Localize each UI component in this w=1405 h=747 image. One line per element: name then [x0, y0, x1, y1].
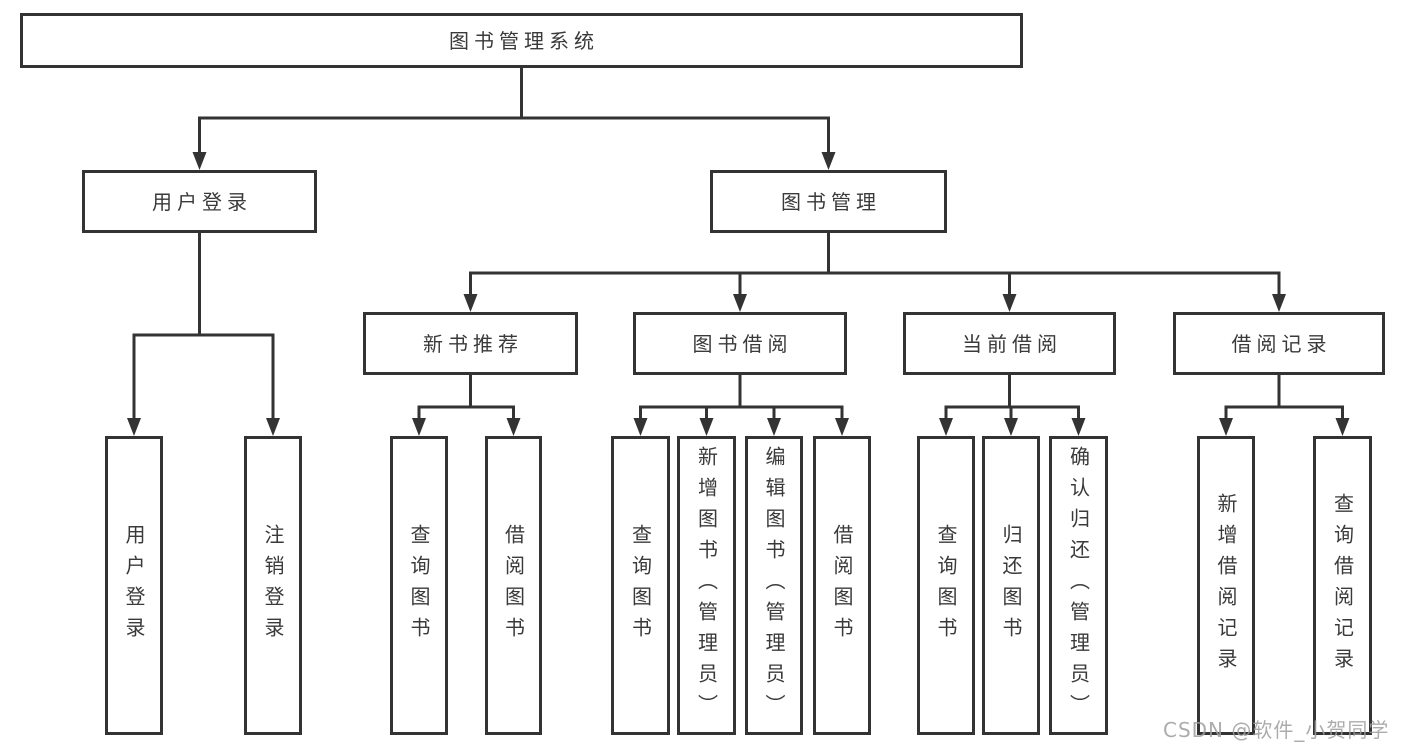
node-root: 图书管理系统	[20, 13, 1023, 68]
arrowhead-icon	[1004, 418, 1018, 436]
node-leaf-borrow-book-1: 借阅图书	[485, 436, 542, 735]
node-current-borrow: 当前借阅	[903, 312, 1116, 375]
arrowhead-icon	[192, 152, 207, 170]
node-leaf-add-book: 新增图书（管理员）	[677, 436, 736, 735]
arrowhead-icon	[1272, 294, 1286, 312]
node-book-borrow: 图书借阅	[633, 312, 847, 375]
arrowhead-icon	[412, 418, 426, 436]
arrowhead-icon	[127, 418, 141, 436]
arrowhead-icon	[699, 418, 714, 436]
node-leaf-add-record: 新增借阅记录	[1197, 436, 1255, 735]
node-leaf-logout: 注销登录	[244, 436, 302, 735]
node-user-login: 用户登录	[82, 170, 317, 233]
node-borrow-record: 借阅记录	[1173, 312, 1385, 375]
arrowhead-icon	[835, 418, 849, 436]
node-leaf-query-book-2: 查询图书	[611, 436, 670, 735]
node-leaf-edit-book: 编辑图书（管理员）	[745, 436, 803, 735]
watermark: CSDN @软件_小贺同学	[1163, 718, 1390, 742]
node-leaf-return-book: 归还图书	[982, 436, 1040, 735]
arrowhead-icon	[266, 418, 280, 436]
node-new-book-rec: 新书推荐	[363, 312, 578, 375]
arrowhead-icon	[1219, 418, 1233, 436]
node-leaf-confirm-return: 确认归还（管理员）	[1049, 436, 1108, 735]
arrowhead-icon	[767, 418, 781, 436]
arrowhead-icon	[821, 152, 836, 170]
arrowhead-icon	[1002, 294, 1017, 312]
node-leaf-query-book-1: 查询图书	[390, 436, 448, 735]
arrowhead-icon	[733, 294, 747, 312]
arrowhead-icon	[1335, 418, 1350, 436]
node-book-mgmt: 图书管理	[710, 170, 947, 233]
arrowhead-icon	[1071, 418, 1086, 436]
node-leaf-borrow-book-2: 借阅图书	[813, 436, 871, 735]
arrowhead-icon	[506, 418, 521, 436]
node-leaf-user-login: 用户登录	[105, 436, 163, 735]
node-leaf-query-book-3: 查询图书	[917, 436, 975, 735]
arrowhead-icon	[939, 418, 953, 436]
node-leaf-query-record: 查询借阅记录	[1313, 436, 1372, 735]
arrowhead-icon	[463, 294, 478, 312]
arrowhead-icon	[633, 418, 648, 436]
